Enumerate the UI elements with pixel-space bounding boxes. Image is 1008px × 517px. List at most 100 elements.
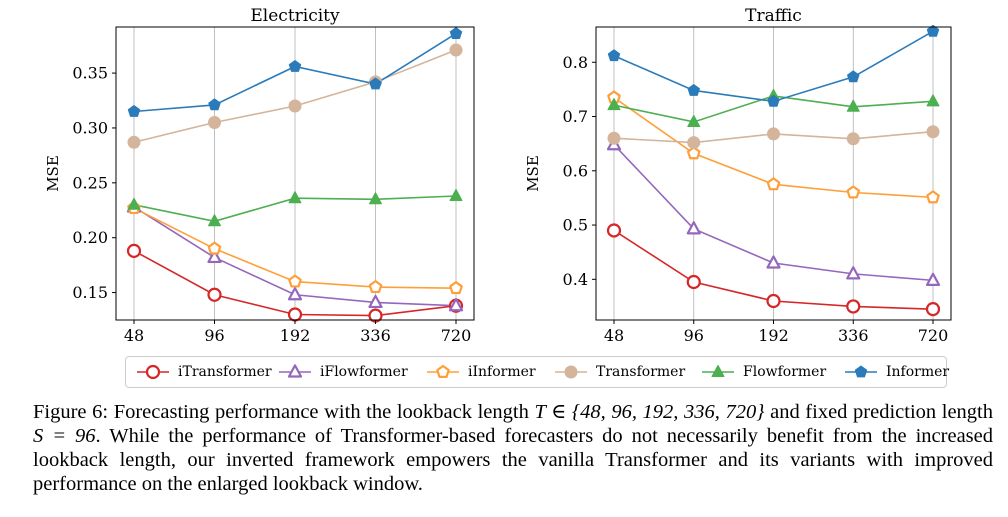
legend-symbol-itransformer <box>145 364 161 380</box>
caption-suffix: . While the performance of Transformer-b… <box>33 425 993 495</box>
legend-item-itransformer: iTransformer <box>136 361 272 383</box>
charts-canvas: 48 96 192 336 720 0.15 0.20 0.25 0.30 0.35 Electri… <box>44 6 952 345</box>
legend: iTransformer iFlowformer iInformer Trans… <box>125 356 950 388</box>
y-tick-label-electricity-0.25: 0.25 <box>72 173 108 192</box>
point-electricity-flowformer-336 <box>369 192 382 205</box>
point-traffic-transformer-48 <box>607 131 621 145</box>
point-traffic-flowformer-336 <box>846 99 860 112</box>
x-tick-label-electricity-336: 336 <box>360 326 391 345</box>
point-traffic-flowformer-96 <box>687 114 701 127</box>
chart-title-traffic: Traffic <box>745 6 802 26</box>
point-traffic-iinformer-336 <box>846 185 861 199</box>
point-traffic-informer-192 <box>767 94 780 107</box>
point-traffic-transformer-336 <box>846 132 860 146</box>
point-electricity-iinformer-336 <box>368 279 383 294</box>
point-traffic-itransformer-96 <box>686 274 701 290</box>
point-electricity-iflowformer-336 <box>368 294 383 309</box>
point-electricity-transformer-192 <box>288 99 302 113</box>
point-traffic-itransformer-48 <box>606 223 622 238</box>
y-tick-label-traffic-0.7: 0.7 <box>563 107 588 126</box>
chart-title-electricity: Electricity <box>250 6 340 26</box>
point-electricity-iinformer-720 <box>449 281 463 295</box>
point-electricity-flowformer-48 <box>127 197 141 210</box>
legend-symbol-transformer <box>564 365 578 379</box>
point-traffic-iinformer-192 <box>766 177 781 191</box>
point-traffic-iinformer-720 <box>926 190 940 204</box>
point-electricity-transformer-96 <box>208 115 221 129</box>
point-traffic-iinformer-96 <box>686 146 701 160</box>
x-tick-label-traffic-336: 336 <box>838 326 869 345</box>
x-tick-label-traffic-720: 720 <box>918 326 949 345</box>
point-traffic-itransformer-336 <box>846 299 861 314</box>
point-electricity-informer-336 <box>369 77 382 90</box>
point-electricity-iflowformer-720 <box>448 298 464 312</box>
point-electricity-informer-192 <box>288 60 302 72</box>
point-traffic-iflowformer-192 <box>766 255 781 269</box>
legend-symbol-iflowformer <box>287 364 303 378</box>
caption-prefix: Figure 6: Forecasting performance with t… <box>33 401 535 423</box>
point-electricity-iinformer-192 <box>288 274 302 288</box>
point-electricity-flowformer-192 <box>288 191 302 204</box>
y-tick-label-traffic-0.5: 0.5 <box>563 216 588 235</box>
legend-marker-flowformer <box>702 364 734 377</box>
legend-item-iflowformer: iFlowformer <box>278 361 408 383</box>
x-tick-label-electricity-192: 192 <box>280 326 311 345</box>
point-traffic-itransformer-720 <box>925 302 941 317</box>
legend-marker-informer <box>845 365 877 378</box>
point-traffic-informer-96 <box>687 83 700 96</box>
y-tick-label-electricity-0.20: 0.20 <box>72 228 108 247</box>
point-traffic-iflowformer-96 <box>686 221 701 235</box>
point-electricity-itransformer-192 <box>287 307 303 322</box>
caption-math-lookback: T ∈ {48, 96, 192, 336, 720} <box>534 401 765 423</box>
legend-label-itransformer: iTransformer <box>178 364 272 380</box>
point-traffic-informer-336 <box>847 70 860 83</box>
y-tick-label-electricity-0.15: 0.15 <box>72 283 108 302</box>
y-axis-label-electricity: MSE <box>44 155 62 192</box>
x-tick-label-traffic-96: 96 <box>684 326 704 345</box>
point-electricity-informer-720 <box>449 27 463 39</box>
point-traffic-flowformer-720 <box>926 94 940 107</box>
legend-marker-iinformer <box>427 364 459 378</box>
legend-label-iflowformer: iFlowformer <box>320 364 408 380</box>
legend-marker-iflowformer <box>279 364 311 378</box>
point-traffic-iflowformer-336 <box>846 266 861 280</box>
point-traffic-flowformer-48 <box>607 98 621 111</box>
point-electricity-itransformer-48 <box>126 243 142 258</box>
legend-marker-transformer <box>555 365 587 379</box>
x-tick-label-electricity-96: 96 <box>204 326 224 345</box>
x-tick-label-traffic-192: 192 <box>758 326 789 345</box>
point-electricity-transformer-48 <box>127 135 141 149</box>
point-electricity-itransformer-96 <box>207 287 222 302</box>
point-electricity-informer-96 <box>208 98 221 111</box>
point-electricity-flowformer-96 <box>208 214 221 227</box>
legend-label-flowformer: Flowformer <box>743 364 827 380</box>
x-tick-label-traffic-48: 48 <box>604 326 624 345</box>
legend-item-transformer: Transformer <box>554 361 685 383</box>
figure: 48 96 192 336 720 0.15 0.20 0.25 0.30 0.35 Electri… <box>44 6 952 345</box>
point-electricity-iflowformer-192 <box>287 287 303 301</box>
legend-symbol-flowformer <box>711 364 725 377</box>
x-tick-label-electricity-720: 720 <box>441 326 472 345</box>
x-tick-label-electricity-48: 48 <box>124 326 144 345</box>
point-electricity-transformer-720 <box>449 43 463 57</box>
caption-math-prediction: S = 96 <box>33 425 96 447</box>
legend-label-transformer: Transformer <box>596 364 686 380</box>
legend-symbol-iinformer <box>436 364 450 378</box>
point-electricity-iflowformer-96 <box>207 249 222 264</box>
point-traffic-iflowformer-720 <box>925 272 941 286</box>
point-traffic-transformer-96 <box>687 136 701 150</box>
legend-symbol-informer <box>854 365 868 378</box>
y-tick-label-electricity-0.30: 0.30 <box>72 118 108 137</box>
caption-mid: and fixed prediction length <box>764 401 994 423</box>
point-traffic-itransformer-192 <box>766 293 781 309</box>
legend-label-informer: Informer <box>886 364 950 380</box>
legend-item-iinformer: iInformer <box>426 361 536 383</box>
point-electricity-iinformer-96 <box>207 241 222 255</box>
y-tick-label-electricity-0.35: 0.35 <box>72 64 108 83</box>
legend-item-flowformer: Flowformer <box>701 361 826 383</box>
figure-caption: Figure 6: Forecasting performance with t… <box>33 400 993 496</box>
point-traffic-informer-720 <box>926 24 940 37</box>
chart-panel-electricity: 48 96 192 336 720 0.15 0.20 0.25 0.30 0.35 Electri… <box>44 6 475 345</box>
point-traffic-transformer-192 <box>767 127 780 141</box>
